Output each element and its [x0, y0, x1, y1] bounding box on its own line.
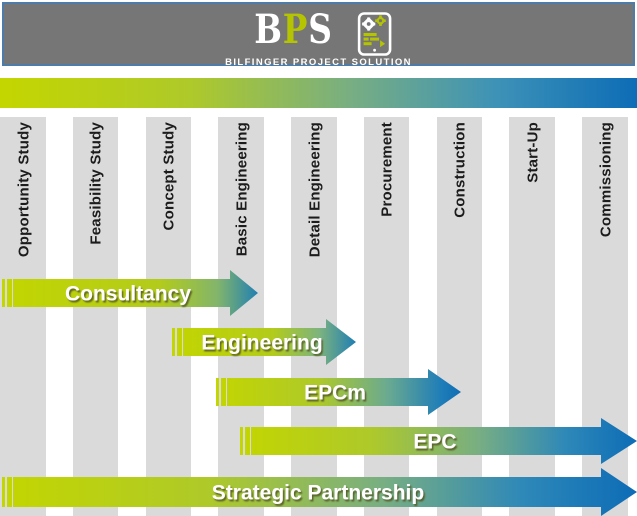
arrow-stripe-1	[172, 328, 175, 356]
arrow-stripe-2	[177, 328, 182, 356]
arrow-stripe-2	[245, 427, 250, 455]
arrow-shape	[13, 468, 637, 516]
phase-column-label: Commissioning	[597, 122, 615, 238]
arrow-shape	[13, 270, 258, 316]
arrow-strategic-partnership: Strategic Partnership	[2, 468, 637, 516]
phase-column-label: Concept Study	[160, 122, 178, 231]
arrow-epc: EPC	[240, 418, 637, 464]
bps-logo-text: BPS	[254, 9, 333, 51]
phase-column-label: Opportunity Study	[15, 122, 33, 258]
logo-letter-s: S	[308, 6, 333, 53]
phase-column-3: Concept Study	[145, 117, 191, 516]
arrow-stripe-2	[7, 477, 12, 507]
logo-subtitle: BILFINGER PROJECT SOLUTION	[225, 57, 412, 68]
tablet-gears-icon	[357, 12, 392, 56]
arrow-consultancy: Consultancy	[2, 270, 258, 316]
header: BPS	[2, 2, 635, 69]
arrow-epcm: EPCm	[216, 369, 461, 415]
arrow-shape	[227, 369, 461, 415]
phase-column-label: Detail Engineering	[306, 122, 324, 258]
arrow-label: Strategic Partnership	[212, 482, 424, 505]
arrow-stripe-1	[216, 378, 219, 406]
arrow-stripe-2	[7, 279, 12, 307]
arrow-shape	[183, 319, 356, 365]
arrow-stripe-2	[221, 378, 226, 406]
gantt-bars	[363, 33, 385, 48]
phase-column-1: Opportunity Study	[0, 117, 46, 516]
phase-column-label: Start-Up	[524, 122, 542, 183]
phase-column-label: Construction	[451, 122, 469, 218]
phase-column-2: Feasibility Study	[72, 117, 119, 516]
arrow-shape	[251, 418, 637, 464]
arrow-label: Engineering	[201, 332, 322, 355]
bps-logo: BPS	[225, 9, 412, 69]
arrow-stripe-1	[2, 279, 5, 307]
phase-gradient-bar	[0, 78, 637, 108]
arrow-label: Consultancy	[65, 283, 191, 306]
logo-letter-b: B	[254, 6, 283, 53]
phase-column-label: Feasibility Study	[87, 122, 105, 245]
phase-column-label: Basic Engineering	[233, 122, 251, 257]
arrow-label: EPC	[413, 431, 456, 454]
arrow-label: EPCm	[304, 382, 366, 405]
arrow-stripe-1	[2, 477, 5, 507]
arrow-engineering: Engineering	[172, 319, 356, 365]
logo-letter-p: P	[282, 6, 309, 53]
phase-column-label: Procurement	[378, 122, 396, 217]
arrow-stripe-1	[240, 427, 243, 455]
